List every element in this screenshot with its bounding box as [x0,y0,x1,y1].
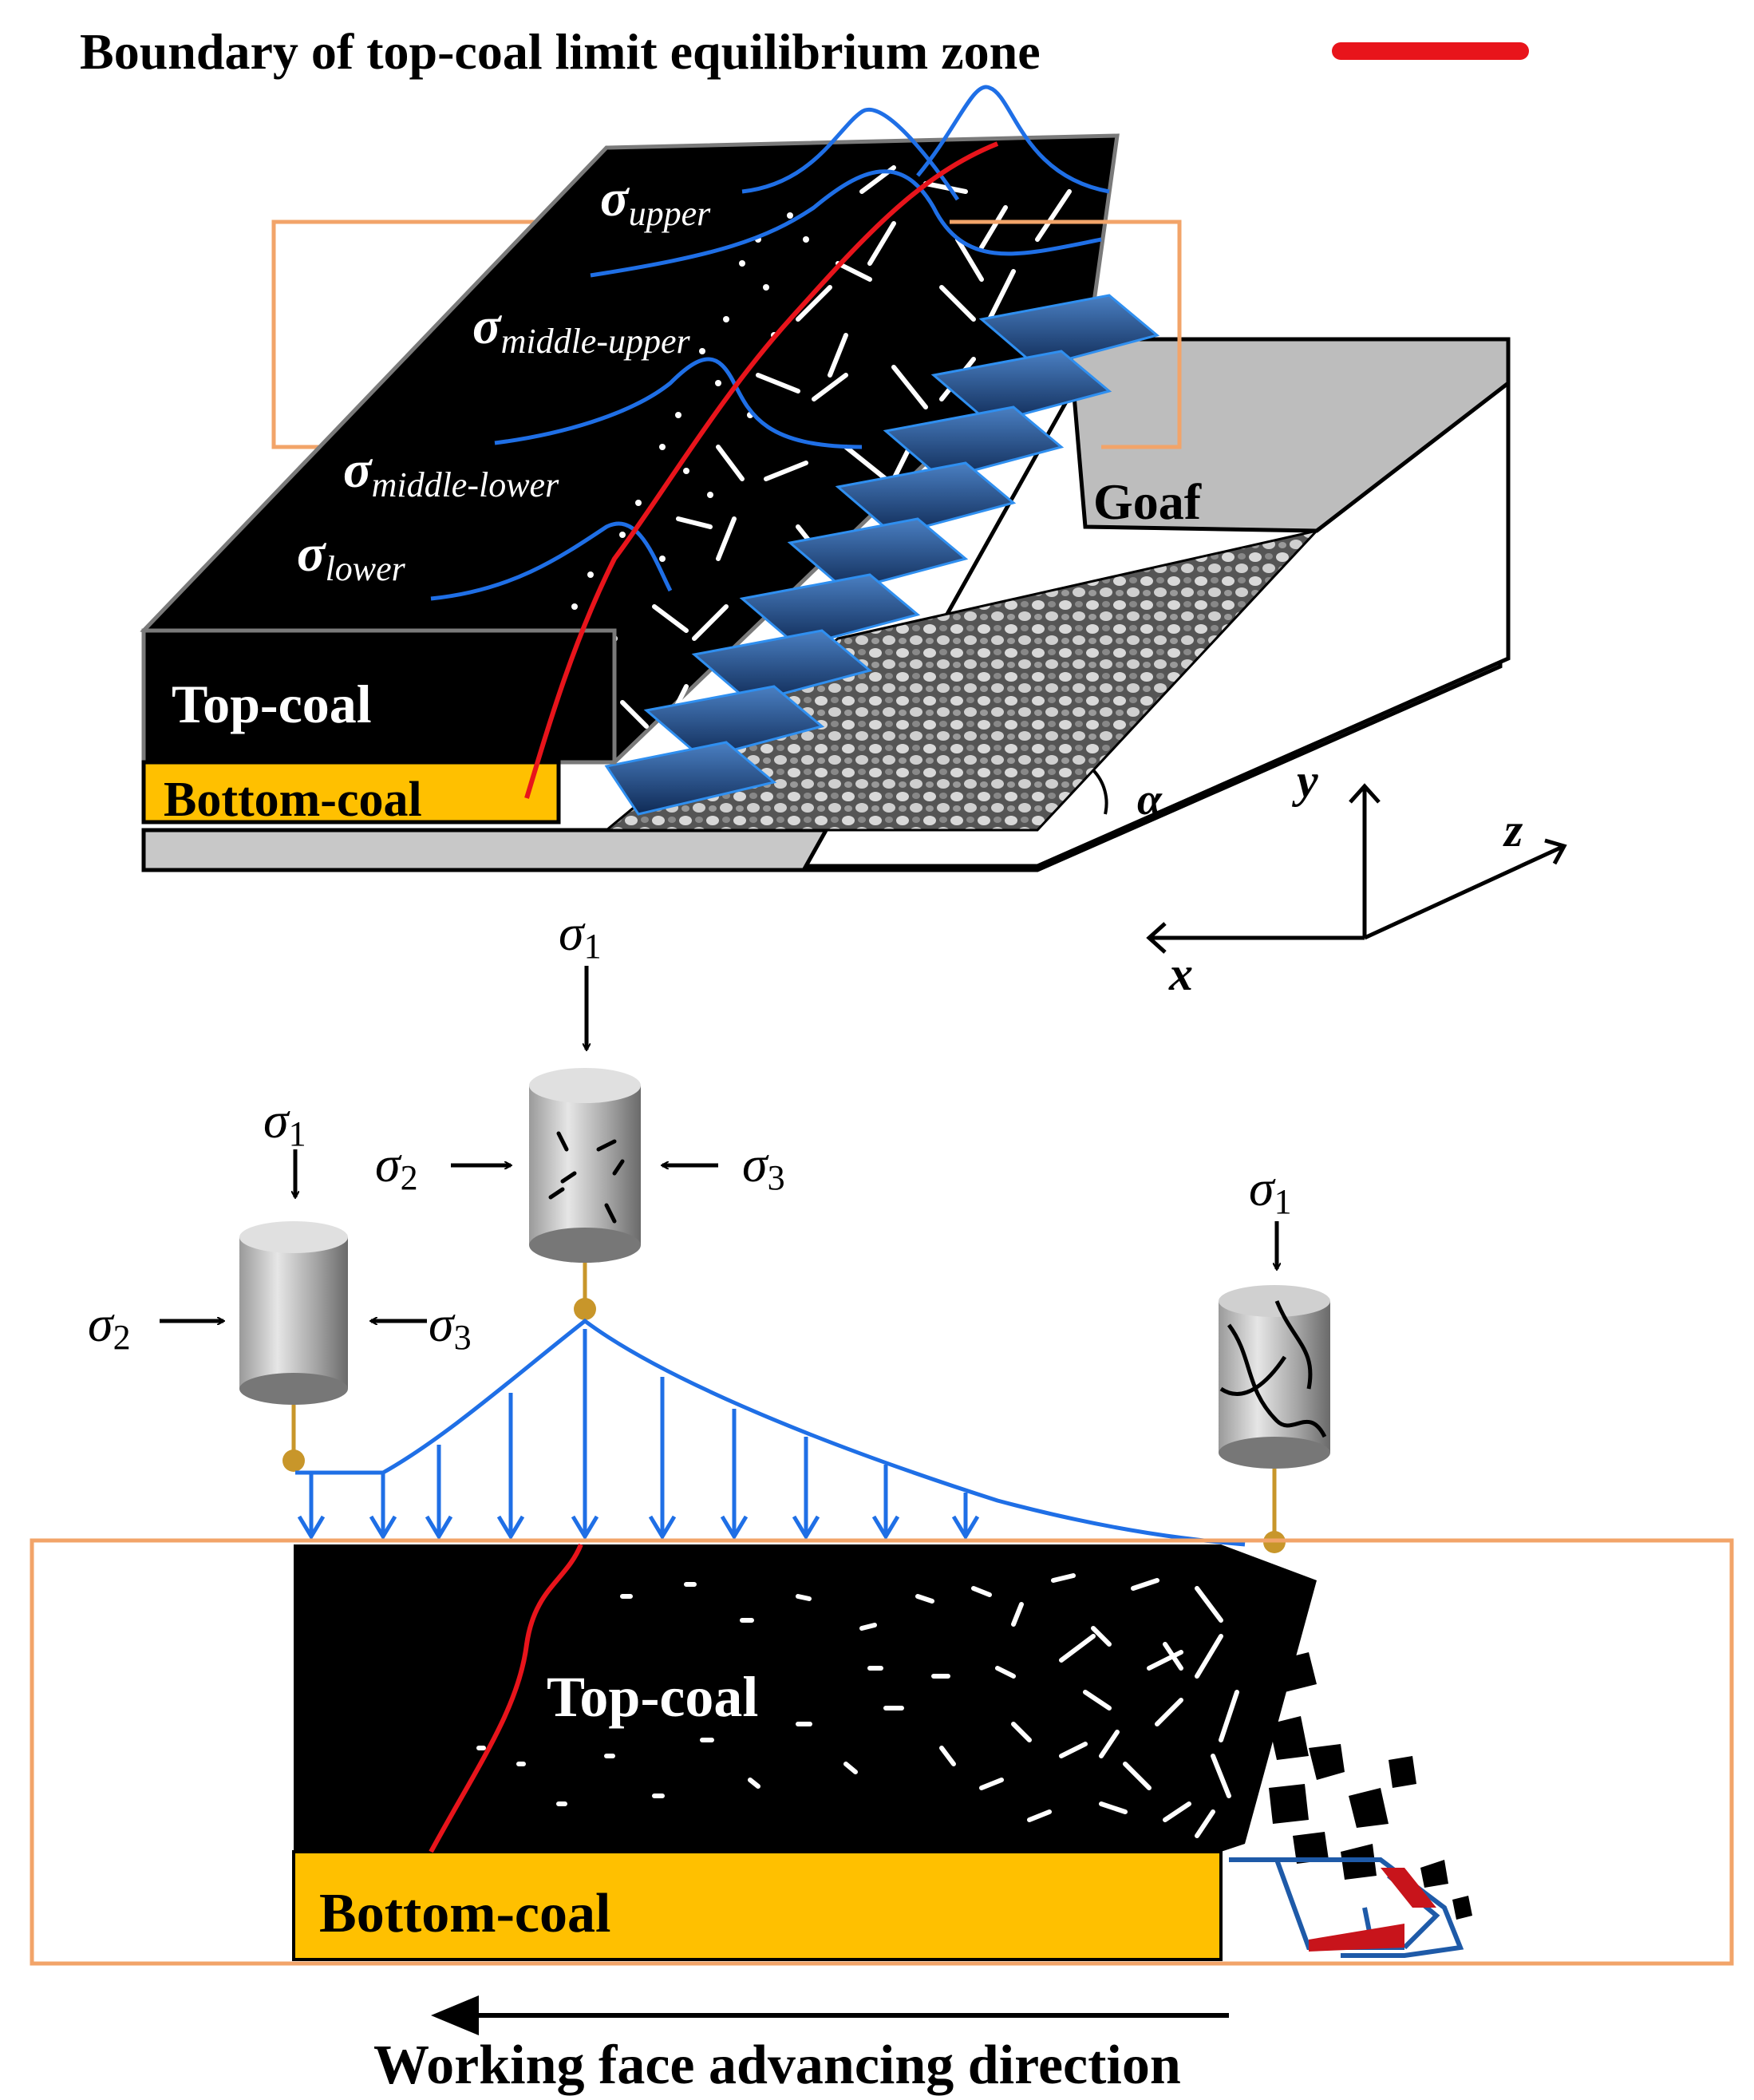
supports-row [604,294,1160,816]
angle-arc [1092,769,1108,815]
cross-section: Top-coal Bottom-coal [30,1538,1734,1966]
topcoal-front [141,628,617,765]
svg-text:σ1: σ1 [263,1092,306,1153]
specimens: σ1 σ2 σ3 σ1 σ2 σ3 [88,904,1330,1553]
section-frame [30,1538,1734,1966]
svg-text:σ1: σ1 [1249,1160,1292,1221]
section-topcoal-label: Top-coal [547,1665,758,1729]
direction-label: Working face advancing direction [373,2035,1181,2096]
section-topcoal [294,1544,1317,1852]
axis-z-label: z [1503,804,1523,856]
axes [1146,783,1567,954]
svg-text:σ3: σ3 [429,1295,472,1357]
sigma-middle-upper-label: σmiddle-upper [472,297,691,361]
top-boundary-red [524,141,999,799]
top-frame-left [271,219,559,449]
svg-text:σ3: σ3 [742,1136,785,1197]
axis-x-label: x [1168,947,1193,1000]
specimen-intact: σ1 σ2 σ3 [88,1092,472,1472]
sigma-middle-lower-label: σmiddle-lower [343,441,559,504]
section-bottomcoal [292,1850,1223,1961]
axis-y-label: y [1292,754,1318,807]
specimen-broken: σ1 [1219,1160,1330,1553]
stress-distribution [295,1318,1246,1547]
specimen-cracked: σ1 σ2 σ3 [375,904,785,1320]
advance-direction: Working face advancing direction [373,1995,1229,2096]
falling-blocks [1269,1652,1472,1920]
sigma-lower-label: σlower [297,524,406,588]
sigma-upper-label: σupper [600,169,711,233]
legend-label: Boundary of top-coal limit equilibrium z… [80,23,1041,80]
svg-text:σ2: σ2 [375,1136,418,1197]
angle-label: α [1137,775,1163,825]
bottomcoal-front [141,760,561,825]
stress-curves-top [430,85,1110,601]
top-frame-right [950,219,1182,449]
section-bottomcoal-label: Bottom-coal [319,1883,610,1944]
top-3d-view: σupper σmiddle-upper σmiddle-lower σlowe… [140,85,1567,1000]
legend: Boundary of top-coal limit equilibrium z… [80,23,1529,80]
goaf-label: Goaf [1093,473,1202,530]
top-bottomcoal-label: Bottom-coal [164,773,422,827]
svg-text:σ2: σ2 [88,1295,131,1357]
top-topcoal-label: Top-coal [172,674,372,734]
section-boundary-red [429,1543,583,1853]
section-fractures [476,1573,1239,1838]
section-support-red [1309,1868,1436,1952]
svg-text:σ1: σ1 [559,904,602,966]
